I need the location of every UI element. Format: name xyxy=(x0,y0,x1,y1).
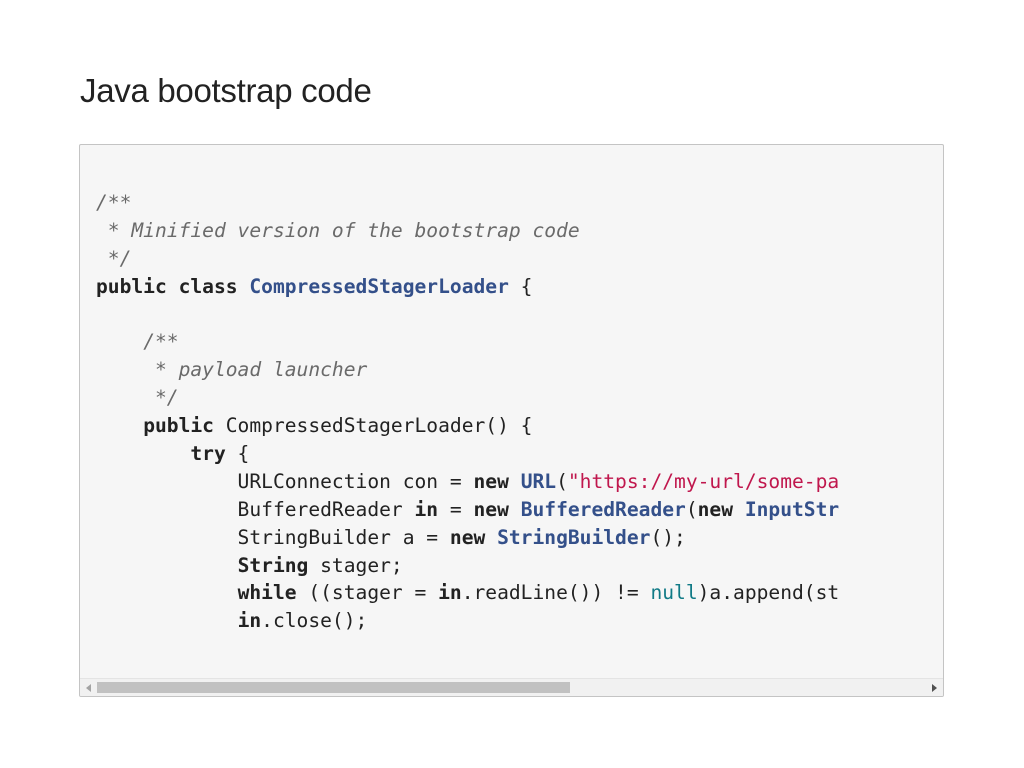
code-token-plain: { xyxy=(508,274,533,298)
code-token-comment: /** xyxy=(143,330,179,354)
code-line: try { xyxy=(96,440,839,468)
scrollbar-track[interactable] xyxy=(97,679,926,696)
code-token-plain: .readLine()) != xyxy=(461,581,651,605)
code-token-comment: /** xyxy=(96,191,132,214)
code-line: * Minified version of the bootstrap code xyxy=(96,217,839,245)
code-token-plain: BufferedReader xyxy=(96,497,415,521)
code-token-comment: */ xyxy=(96,246,132,270)
code-token-comment: * Minified version of the bootstrap code xyxy=(96,218,580,242)
code-token-plain: (); xyxy=(650,525,686,549)
code-token-plain xyxy=(96,414,143,437)
code-line: StringBuilder a = new StringBuilder(); xyxy=(96,524,839,552)
slide-title: Java bootstrap code xyxy=(80,72,372,109)
code-line: /** xyxy=(96,328,839,356)
code-token-kw: in xyxy=(414,497,439,521)
code-token-plain: .close(); xyxy=(261,609,368,633)
code-token-plain xyxy=(96,581,238,604)
code-token-kw: while xyxy=(237,581,297,605)
code-token-kw: in xyxy=(438,581,462,605)
code-token-kw: new xyxy=(697,497,734,521)
code-token-type: InputStr xyxy=(744,497,840,521)
code-token-kw: String xyxy=(237,553,309,577)
code-token-plain: stager; xyxy=(308,553,403,577)
code-token-plain xyxy=(96,442,190,465)
code-token-type: BufferedReader xyxy=(520,497,686,521)
code-token-plain: ( xyxy=(556,469,568,493)
code-token-comment: */ xyxy=(154,386,179,410)
code-line: while ((stager = in.readLine()) != null)… xyxy=(96,579,840,607)
code-token-plain: = xyxy=(438,497,474,521)
code-token-plain xyxy=(96,386,155,409)
code-token-plain xyxy=(485,526,497,549)
code-token-plain xyxy=(509,498,521,521)
code-token-type: StringBuilder xyxy=(497,525,651,549)
code-token-type: CompressedStagerLoader xyxy=(249,274,509,298)
code-token-plain xyxy=(96,330,143,353)
code-panel: /** * Minified version of the bootstrap … xyxy=(79,144,944,697)
scroll-left-button[interactable] xyxy=(80,679,97,696)
code-line: * payload launcher xyxy=(96,356,839,384)
code-token-plain xyxy=(167,275,179,298)
code-token-plain: { xyxy=(225,442,250,466)
code-token-plain xyxy=(733,498,745,521)
scroll-right-button[interactable] xyxy=(926,679,943,696)
code-token-kw: in xyxy=(237,609,262,633)
code-token-plain: )a.append(st xyxy=(697,581,840,605)
code-token-plain: URLConnection con = xyxy=(96,469,474,493)
code-token-plain: ((stager = xyxy=(296,581,439,605)
code-block: /** * Minified version of the bootstrap … xyxy=(96,189,839,635)
code-token-kw: class xyxy=(178,274,238,298)
code-token-plain: CompressedStagerLoader() { xyxy=(213,414,533,438)
code-token-kw: new xyxy=(473,469,509,493)
code-line: */ xyxy=(96,384,839,412)
code-token-kw: public xyxy=(96,274,167,298)
code-token-literal: null xyxy=(650,581,698,605)
horizontal-scrollbar[interactable] xyxy=(80,678,943,696)
code-token-plain xyxy=(96,358,155,381)
code-token-plain xyxy=(96,554,238,577)
code-token-plain xyxy=(238,275,250,298)
code-line: in.close(); xyxy=(96,607,839,635)
code-token-kw: new xyxy=(449,525,486,549)
code-token-plain: ( xyxy=(685,497,698,521)
code-line: */ xyxy=(96,245,839,273)
code-token-plain xyxy=(96,609,238,632)
code-line: public CompressedStagerLoader() { xyxy=(96,412,839,440)
code-token-kw: try xyxy=(190,442,226,466)
code-token-type: URL xyxy=(520,469,557,493)
code-line: public class CompressedStagerLoader { xyxy=(96,273,839,301)
scrollbar-thumb[interactable] xyxy=(97,682,570,693)
triangle-right-icon xyxy=(932,683,937,692)
code-line: /** xyxy=(96,189,839,217)
code-line xyxy=(96,301,839,329)
code-viewport: /** * Minified version of the bootstrap … xyxy=(80,145,943,679)
code-token-plain: StringBuilder a = xyxy=(96,525,450,549)
code-line: URLConnection con = new URL("https://my-… xyxy=(96,468,840,496)
code-token-string: "https://my-url/some-pa xyxy=(567,469,840,493)
code-token-plain xyxy=(509,470,521,493)
code-token-comment: * payload launcher xyxy=(154,358,368,382)
code-line: BufferedReader in = new BufferedReader(n… xyxy=(96,496,840,524)
code-line: String stager; xyxy=(96,552,839,580)
code-token-kw: new xyxy=(473,497,509,521)
code-token-kw: public xyxy=(143,414,214,438)
triangle-left-icon xyxy=(86,683,91,692)
